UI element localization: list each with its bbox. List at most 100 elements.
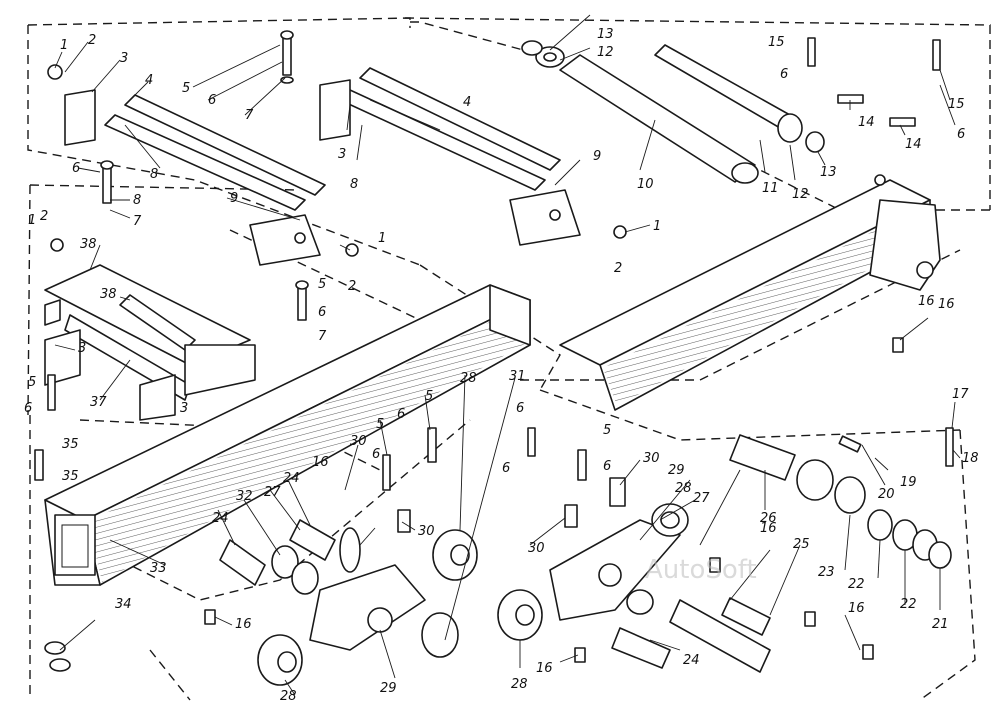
callout: 30 bbox=[418, 524, 435, 539]
callout: 22 bbox=[848, 577, 865, 592]
callout: 3 bbox=[120, 51, 128, 66]
callout: 20 bbox=[878, 487, 895, 502]
callout: 5 bbox=[28, 375, 36, 390]
plates bbox=[309, 503, 689, 651]
callout: 28 bbox=[460, 371, 477, 386]
callout: 27 bbox=[693, 491, 710, 506]
callout: 28 bbox=[675, 481, 692, 496]
callout: 35 bbox=[62, 437, 79, 452]
callout: 37 bbox=[90, 395, 107, 410]
callout: 15 bbox=[768, 35, 785, 50]
watermark: AutoSoft bbox=[645, 555, 757, 585]
callout: 5 bbox=[376, 417, 384, 432]
callout: 26 bbox=[760, 511, 777, 526]
callout: 6 bbox=[957, 127, 965, 142]
callout: 11 bbox=[762, 181, 779, 196]
callout: 16 bbox=[918, 294, 935, 309]
callout: 19 bbox=[900, 475, 917, 490]
callout: 6 bbox=[318, 305, 326, 320]
callout: 17 bbox=[952, 387, 969, 402]
callout: 1 bbox=[653, 219, 661, 234]
callout: 5 bbox=[603, 423, 611, 438]
callout: 14 bbox=[905, 137, 922, 152]
pins bbox=[219, 434, 796, 673]
callout: 14 bbox=[858, 115, 875, 130]
callout: 6 bbox=[208, 93, 216, 108]
callout: 2 bbox=[348, 279, 356, 294]
callout: 2 bbox=[40, 209, 48, 224]
callout: 24 bbox=[683, 653, 700, 668]
callout: 5 bbox=[425, 389, 433, 404]
callout-labels: 1 2 3 4 5 6 7 8 6 8 7 9 4 3 8 9 13 12 10… bbox=[24, 27, 979, 704]
callout: 4 bbox=[463, 95, 471, 110]
callout: 3 bbox=[78, 341, 86, 356]
callout: 2 bbox=[88, 33, 96, 48]
callout: 6 bbox=[603, 459, 611, 474]
callout: 22 bbox=[900, 597, 917, 612]
callout: 3 bbox=[180, 401, 188, 416]
callout: 3 bbox=[338, 147, 346, 162]
callout: 18 bbox=[962, 451, 979, 466]
callout: 29 bbox=[668, 463, 685, 478]
callout: 10 bbox=[637, 177, 654, 192]
callout: 28 bbox=[511, 677, 528, 692]
callout: 6 bbox=[372, 447, 380, 462]
callout: 32 bbox=[236, 489, 253, 504]
callout: 24 bbox=[212, 511, 229, 526]
callout: 30 bbox=[528, 541, 545, 556]
callout: 8 bbox=[150, 167, 158, 182]
callout: 29 bbox=[380, 681, 397, 696]
callout: 6 bbox=[397, 407, 405, 422]
rods-left bbox=[64, 89, 326, 266]
callout: 33 bbox=[150, 561, 167, 576]
callout: 6 bbox=[516, 401, 524, 416]
callout: 21 bbox=[932, 617, 949, 632]
rods-middle bbox=[319, 67, 581, 246]
callout: 28 bbox=[280, 689, 297, 704]
callout: 12 bbox=[597, 45, 614, 60]
callout: 34 bbox=[115, 597, 132, 612]
callout: 6 bbox=[780, 67, 788, 82]
callout: 6 bbox=[24, 401, 32, 416]
callout: 16 bbox=[938, 297, 955, 312]
callout: 25 bbox=[793, 537, 810, 552]
callout: 12 bbox=[792, 187, 809, 202]
callout: 16 bbox=[760, 521, 777, 536]
bolts bbox=[34, 30, 954, 491]
callout: 35 bbox=[62, 469, 79, 484]
callout: 1 bbox=[378, 231, 386, 246]
callout: 4 bbox=[145, 73, 153, 88]
callout: 5 bbox=[318, 277, 326, 292]
callout: 31 bbox=[509, 369, 526, 384]
callout: 9 bbox=[593, 149, 601, 164]
callout: 16 bbox=[235, 617, 252, 632]
callout: 16 bbox=[536, 661, 553, 676]
callout: 5 bbox=[182, 81, 190, 96]
callout: 1 bbox=[60, 38, 68, 53]
callout: 7 bbox=[318, 329, 327, 344]
main-box-beam-left bbox=[44, 284, 531, 586]
callout: 7 bbox=[245, 108, 254, 123]
callout: 13 bbox=[597, 27, 614, 42]
tube-and-shaft bbox=[521, 40, 825, 184]
callout: 6 bbox=[72, 161, 80, 176]
callout: 8 bbox=[133, 193, 141, 208]
leaders bbox=[54, 14, 961, 696]
callout: 38 bbox=[100, 287, 117, 302]
callout: 23 bbox=[818, 565, 835, 580]
callout: 7 bbox=[133, 214, 142, 229]
callout: 27 bbox=[264, 485, 281, 500]
callout: 16 bbox=[312, 455, 329, 470]
callout: 24 bbox=[283, 471, 300, 486]
callout: 2 bbox=[614, 261, 622, 276]
callout: 8 bbox=[350, 177, 358, 192]
callout: 30 bbox=[643, 451, 660, 466]
callout: 9 bbox=[230, 191, 238, 206]
rollers bbox=[257, 459, 952, 686]
callout: 1 bbox=[28, 213, 36, 228]
callout: 38 bbox=[80, 237, 97, 252]
callout: 13 bbox=[820, 165, 837, 180]
callout: 15 bbox=[948, 97, 965, 112]
frame-assembly bbox=[44, 264, 256, 421]
